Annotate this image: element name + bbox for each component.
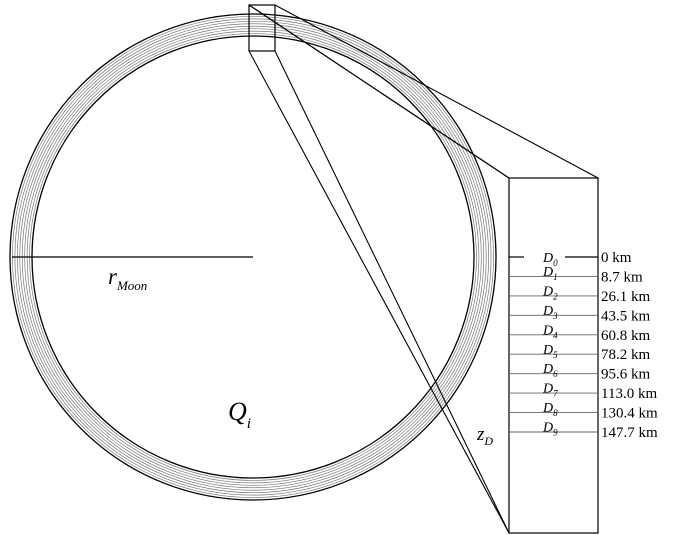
depth-label: 0 km: [601, 250, 632, 266]
layer-label: D2: [542, 284, 558, 301]
layer-label-main: D: [542, 251, 553, 266]
layer-label-sub: 4: [553, 330, 558, 340]
layer-label-sub: 9: [553, 428, 558, 438]
depth-axis-label-sub: D: [483, 434, 493, 448]
projection-line-bottom-inner: [248, 50, 510, 534]
depth-label: 113.0 km: [601, 386, 657, 402]
depth-label: 130.4 km: [601, 406, 658, 422]
layer-label-sub: 2: [553, 291, 558, 301]
depth-label: 95.6 km: [601, 367, 651, 383]
projection-line-over-box: [248, 4, 510, 179]
depth-label: 78.2 km: [601, 347, 651, 363]
layer-label-main: D: [542, 304, 553, 319]
layer-label-sub: 0: [553, 258, 558, 268]
depth-axis-label: zD: [476, 424, 493, 448]
layer-label-main: D: [542, 284, 553, 299]
layer-label-sub: 7: [553, 389, 558, 399]
depth-label: 43.5 km: [601, 308, 651, 324]
depth-axis-label-main: z: [476, 424, 485, 445]
layer-label-main: D: [542, 421, 553, 436]
layer-label: D3: [542, 304, 558, 321]
zoom-detail-box: [508, 177, 599, 534]
layer-label-sub: 3: [552, 311, 558, 321]
layer-label: D0: [542, 251, 558, 268]
layer-label-sub: 1: [553, 272, 558, 282]
depth-label: 60.8 km: [601, 328, 651, 344]
layer-label: D6: [542, 362, 558, 379]
layer-label-main: D: [542, 362, 553, 377]
zoom-source-box: [248, 4, 276, 52]
depth-label: 147.7 km: [601, 425, 658, 441]
layer-label-main: D: [542, 323, 553, 338]
layer-label-main: D: [542, 265, 553, 280]
layer-label: D7: [542, 382, 558, 399]
layer-label-main: D: [542, 382, 553, 397]
projection-line-top-outer: [274, 4, 599, 179]
layer-label: D9: [542, 421, 558, 438]
layer-label: D5: [542, 343, 558, 360]
layer-label-sub: 5: [553, 350, 558, 360]
layer-label-main: D: [542, 343, 553, 358]
shell-circle: [9, 13, 497, 501]
depth-label: 26.1 km: [601, 289, 651, 305]
depth-label: 8.7 km: [601, 269, 643, 285]
depth-labels: 0 km 8.7 km 26.1 km 43.5 km 60.8 km 78.2 km 95…: [601, 250, 658, 441]
layer-boundaries: [509, 256, 598, 433]
layer-label: D4: [542, 323, 558, 340]
core-label-sub: i: [247, 416, 251, 432]
core-label: Qi: [228, 397, 251, 432]
layer-label-sub: 6: [553, 369, 558, 379]
layer-label: D8: [542, 401, 558, 418]
radius-label-sub: Moon: [116, 278, 147, 293]
radius-label-main: r: [108, 264, 118, 289]
radius-label: rMoon: [108, 264, 147, 293]
layer-label-main: D: [542, 401, 553, 416]
layer-label-sub: 8: [553, 408, 558, 418]
projection-line-bottom-outer: [274, 50, 510, 534]
core-label-main: Q: [228, 397, 247, 426]
layer-label: D1: [542, 265, 558, 282]
